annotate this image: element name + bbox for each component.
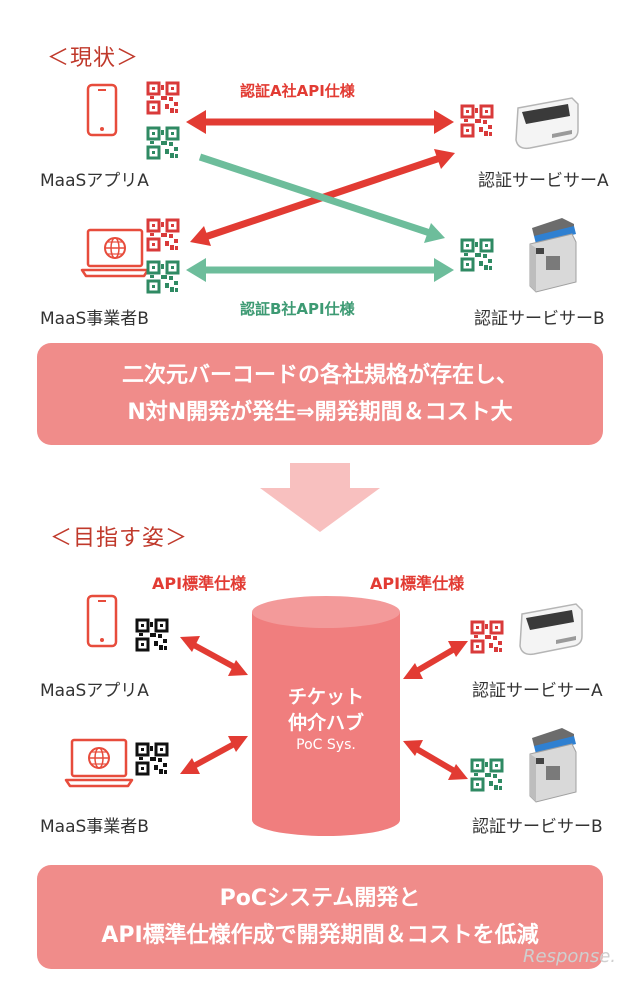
laptop-globe-icon	[80, 228, 150, 278]
section-title-target: ＜目指す姿＞	[50, 526, 189, 551]
problem-banner-line2: N対N開発が発生⇒開発期間＆コスト大	[127, 400, 513, 425]
arrow-hub-server-a	[403, 641, 468, 679]
smartphone-icon	[86, 594, 118, 648]
label-maas-operator-b: MaaS事業者B	[40, 309, 149, 329]
arrow-a-bidirectional	[186, 110, 454, 134]
gate-reader-icon	[529, 217, 577, 293]
label-auth-server-a: 認証サービサーA	[478, 171, 609, 191]
arrow-b-bidirectional	[186, 258, 454, 282]
payment-terminal-icon	[515, 97, 579, 150]
hub-label-line1: チケット	[287, 686, 364, 708]
qr-code-icon	[146, 260, 180, 294]
standard-spec-left: API標準仕様	[152, 574, 247, 593]
problem-banner: 二次元バーコードの各社規格が存在し、 N対N開発が発生⇒開発期間＆コスト大	[37, 343, 603, 445]
payment-terminal-icon	[519, 603, 583, 656]
arrow-hub-server-b	[403, 740, 468, 780]
smartphone-icon	[86, 83, 118, 137]
qr-code-icon	[460, 238, 494, 272]
spec-b-label: 認証B社API仕様	[240, 300, 355, 318]
qr-code-icon	[146, 218, 180, 252]
hub-label-line2: 仲介ハブ	[287, 712, 364, 734]
qr-code-icon	[146, 126, 180, 160]
arrow-green-diagonal	[198, 153, 445, 243]
qr-code-icon	[135, 742, 169, 776]
laptop-globe-icon	[64, 738, 134, 788]
standard-spec-right: API標準仕様	[370, 574, 465, 593]
solution-banner: PoCシステム開発と API標準仕様作成で開発期間＆コストを低減	[37, 865, 603, 969]
qr-code-icon	[135, 618, 169, 652]
gate-reader-icon	[529, 727, 577, 803]
qr-code-icon	[146, 81, 180, 115]
label-auth-server-b-target: 認証サービサーB	[472, 817, 603, 837]
hub-label-line3: PoC Sys.	[296, 737, 356, 753]
response-watermark: Response.	[523, 946, 616, 967]
solution-banner-line2: API標準仕様作成で開発期間＆コストを低減	[101, 923, 539, 948]
label-auth-server-a-target: 認証サービサーA	[472, 681, 603, 701]
arrow-hub-operator	[180, 736, 248, 774]
qr-code-icon	[470, 620, 504, 654]
down-arrow	[260, 463, 380, 532]
label-maas-app-a-target: MaaSアプリA	[40, 681, 149, 701]
solution-banner-line1: PoCシステム開発と	[219, 886, 421, 911]
section-title-current: ＜現状＞	[47, 46, 140, 71]
problem-banner-line1: 二次元バーコードの各社規格が存在し、	[121, 363, 518, 388]
label-maas-operator-b-target: MaaS事業者B	[40, 817, 149, 837]
qr-code-icon	[470, 758, 504, 792]
arrow-hub-app	[180, 636, 248, 676]
cylinder-database-icon	[252, 596, 400, 836]
qr-code-icon	[460, 104, 494, 138]
label-auth-server-b: 認証サービサーB	[474, 309, 605, 329]
label-maas-app-a: MaaSアプリA	[40, 171, 149, 191]
spec-a-label: 認証A社API仕様	[240, 82, 355, 100]
